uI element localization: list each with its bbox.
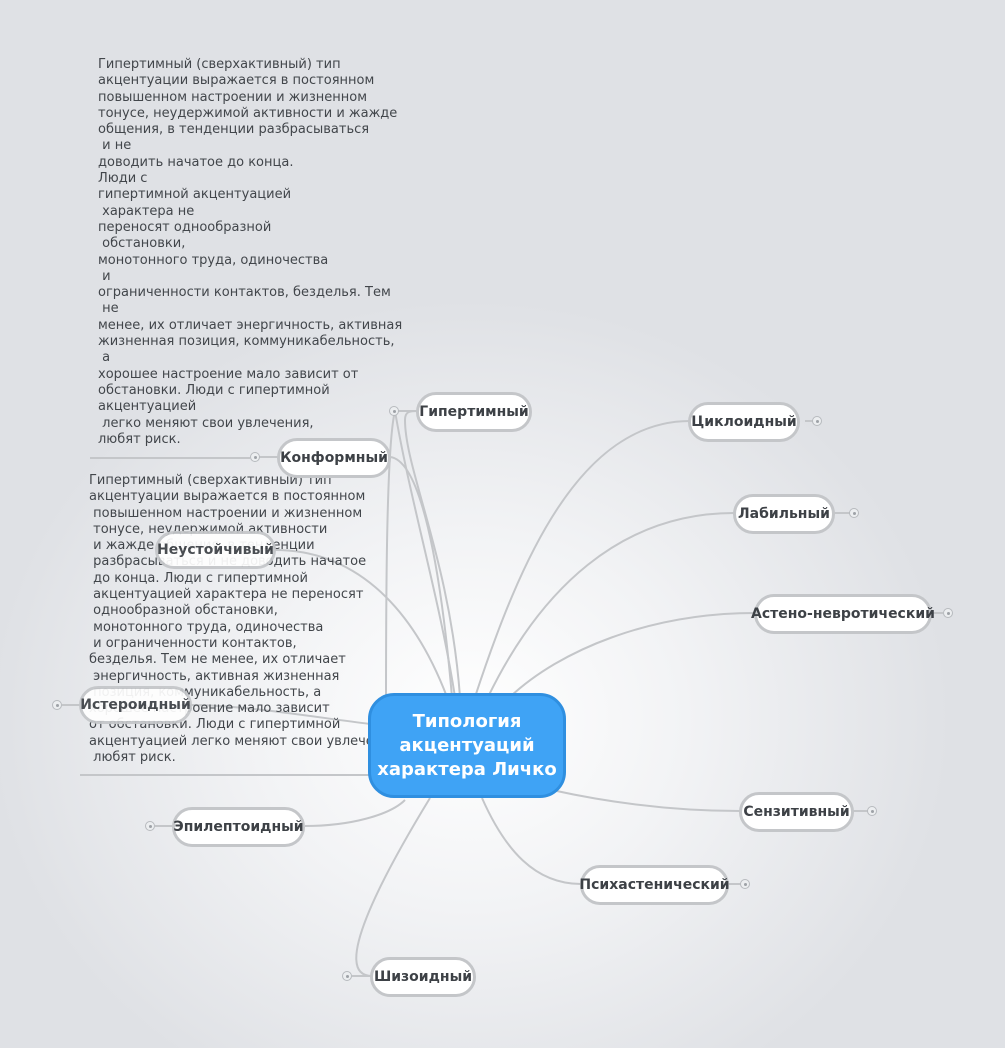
topic-hysteroid[interactable]: Истероидный (79, 686, 192, 724)
link-hyperthymic (403, 410, 461, 698)
topic-label: Лабильный (738, 506, 830, 522)
topic-label: Истероидный (80, 697, 191, 713)
link-psychasthenic (481, 797, 582, 885)
topic-schizoid[interactable]: Шизоидный (370, 957, 476, 997)
topic-label: Конформный (280, 450, 388, 466)
topic-hyperthymic[interactable]: Гипертимный (416, 392, 532, 432)
link-labile (487, 512, 735, 698)
topic-unstable[interactable]: Неустойчивый (155, 531, 276, 569)
link-conformal (389, 456, 453, 698)
topic-label: Неустойчивый (157, 542, 274, 558)
collapse-handle-icon[interactable] (52, 700, 62, 710)
topic-label: Астено-невротический (751, 606, 935, 622)
topic-sensitive[interactable]: Сензитивный (739, 792, 854, 832)
central-topic-line: Типология (412, 710, 522, 732)
link-schizoid (355, 797, 431, 977)
link-asthenoneurotic (509, 612, 756, 698)
topic-conformal[interactable]: Конформный (277, 438, 391, 478)
link-unstable (274, 549, 448, 698)
topic-label: Психастенический (579, 877, 730, 893)
collapse-handle-icon[interactable] (943, 608, 953, 618)
topic-asthenoneurotic[interactable]: Астено-невротический (751, 594, 935, 634)
collapse-handle-icon[interactable] (250, 452, 260, 462)
topic-label: Гипертимный (419, 404, 529, 420)
collapse-handle-icon[interactable] (342, 971, 352, 981)
link-hysteroid (189, 704, 371, 725)
topic-cycloid[interactable]: Циклоидный (688, 402, 800, 442)
collapse-handle-icon[interactable] (389, 406, 399, 416)
topic-labile[interactable]: Лабильный (733, 494, 835, 534)
topic-psychasthenic[interactable]: Психастенический (579, 865, 730, 905)
central-topic-line: акцентуаций (399, 734, 535, 756)
link-note2-trunk (394, 410, 456, 698)
collapse-handle-icon[interactable] (145, 821, 155, 831)
topic-label: Сензитивный (743, 804, 850, 820)
collapse-handle-icon[interactable] (867, 806, 877, 816)
topic-label: Эпилептоидный (173, 819, 304, 835)
topic-epileptoid[interactable]: Эпилептоидный (172, 807, 305, 847)
collapse-handle-icon[interactable] (740, 879, 750, 889)
central-topic[interactable]: Типология акцентуаций характера Личко (368, 693, 566, 798)
topic-label: Шизоидный (373, 969, 473, 985)
collapse-handle-icon[interactable] (849, 508, 859, 518)
topic-label: Циклоидный (691, 414, 797, 430)
link-cycloid (474, 420, 691, 698)
link-epileptoid (304, 799, 406, 827)
link-sensitive (551, 789, 741, 812)
central-topic-line: характера Личко (377, 758, 557, 780)
collapse-handle-icon[interactable] (812, 416, 822, 426)
topic-note: Гипертимный (сверхактивный) тип акцентуа… (98, 57, 403, 447)
